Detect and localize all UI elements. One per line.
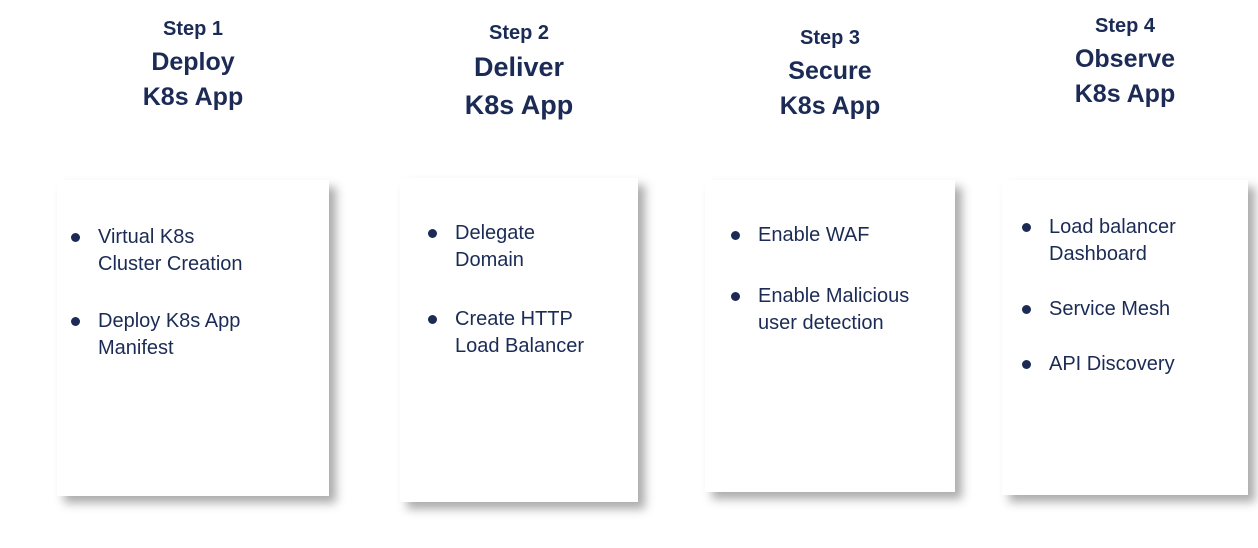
step-column-2: Step 2 Deliver K8s App Delegate Domain C…	[400, 0, 638, 548]
bullet-text: Enable WAF	[758, 224, 870, 246]
bullet-item: Delegate Domain	[428, 220, 630, 274]
bullet-dot-icon	[1022, 305, 1031, 314]
step-4-label: Step 4	[1094, 15, 1156, 37]
bullet-item: Create HTTP Load Balancer	[428, 306, 630, 360]
step-2-card: Delegate Domain Create HTTP Load Balance…	[400, 178, 638, 502]
bullet-item: Virtual K8s Cluster Creation	[71, 224, 319, 278]
step-2-title: Deliver K8s App	[464, 52, 574, 120]
step-3-card: Enable WAF Enable Malicious user detecti…	[705, 180, 955, 492]
bullet-text: Enable Malicious user detection	[758, 285, 910, 334]
bullet-item: Enable Malicious user detection	[731, 283, 947, 337]
step-1-header: Step 1 Deploy K8s App	[57, 16, 329, 115]
bullet-text: Delegate Domain	[455, 222, 536, 271]
step-column-3: Step 3 Secure K8s App Enable WAF Enable …	[705, 0, 955, 548]
bullet-dot-icon	[1022, 223, 1031, 232]
step-3-title: Secure K8s App	[779, 57, 881, 120]
bullet-dot-icon	[731, 231, 740, 240]
step-3-label: Step 3	[799, 27, 861, 49]
step-1-card: Virtual K8s Cluster Creation Deploy K8s …	[57, 180, 329, 496]
bullet-dot-icon	[71, 233, 80, 242]
step-2-label: Step 2	[488, 22, 550, 44]
bullet-item: Enable WAF	[731, 222, 947, 249]
bullet-text: Create HTTP Load Balancer	[455, 308, 584, 357]
step-1-label: Step 1	[162, 18, 224, 40]
step-3-header: Step 3 Secure K8s App	[705, 25, 955, 124]
bullet-dot-icon	[731, 292, 740, 301]
bullet-text: Deploy K8s App Manifest	[98, 310, 241, 359]
bullet-dot-icon	[428, 229, 437, 238]
bullet-item: Load balancer Dashboard	[1022, 214, 1242, 268]
bullet-item: Service Mesh	[1022, 296, 1242, 323]
bullet-text: Service Mesh	[1049, 298, 1171, 320]
bullet-dot-icon	[71, 317, 80, 326]
bullet-item: API Discovery	[1022, 351, 1242, 378]
bullet-dot-icon	[1022, 360, 1031, 369]
bullet-text: Virtual K8s Cluster Creation	[98, 226, 243, 275]
step-4-header: Step 4 Observe K8s App	[1002, 13, 1248, 112]
step-2-header: Step 2 Deliver K8s App	[400, 20, 638, 125]
bullet-item: Deploy K8s App Manifest	[71, 308, 319, 362]
step-1-title: Deploy K8s App	[142, 48, 244, 111]
step-4-title: Observe K8s App	[1074, 45, 1176, 108]
step-4-card: Load balancer Dashboard Service Mesh API…	[1002, 180, 1248, 495]
bullet-text: Load balancer Dashboard	[1049, 216, 1176, 265]
step-column-1: Step 1 Deploy K8s App Virtual K8s Cluste…	[57, 0, 329, 548]
step-column-4: Step 4 Observe K8s App Load balancer Das…	[1002, 0, 1248, 548]
bullet-text: API Discovery	[1049, 353, 1175, 375]
bullet-dot-icon	[428, 315, 437, 324]
